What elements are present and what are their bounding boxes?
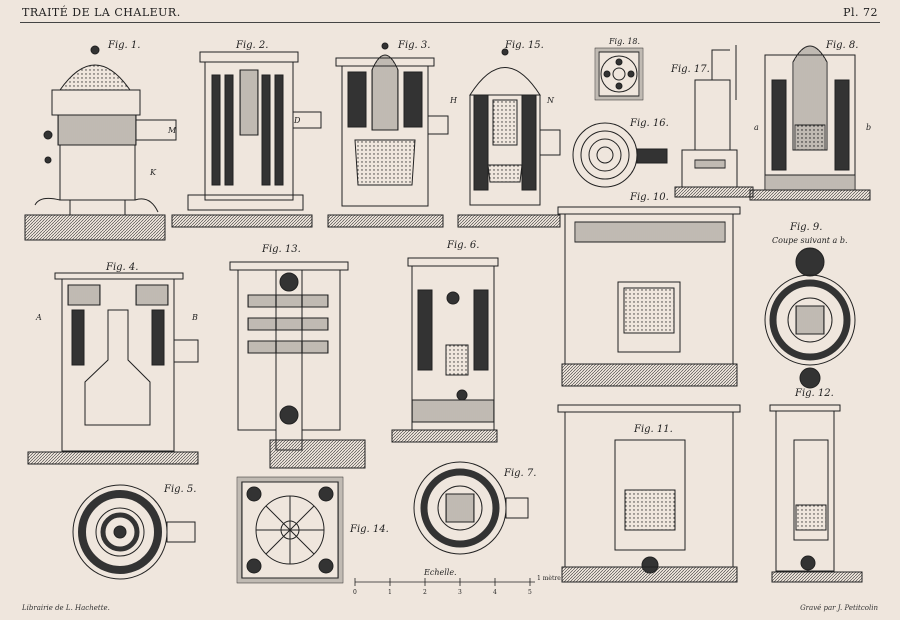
figure-4-stove xyxy=(27,272,199,465)
figure-1-label: Fig. 1. xyxy=(107,40,140,51)
letter-b-fig4: B xyxy=(191,313,198,322)
figure-1-stove xyxy=(24,45,177,241)
figure-2-stove xyxy=(171,51,322,228)
figure-17-label: Fig. 17. xyxy=(670,64,710,75)
letter-a-fig4: A xyxy=(35,313,42,322)
figure-3-label: Fig. 3. xyxy=(397,40,430,51)
figure-5-plan xyxy=(72,484,196,580)
scale-tick-3: 3 xyxy=(458,589,462,596)
figure-15-label: Fig. 15. xyxy=(504,40,544,51)
figure-11-fireplace xyxy=(557,404,741,583)
scale-title: Echelle. xyxy=(423,568,457,577)
figure-13-stove xyxy=(229,261,366,469)
figure-2-label: Fig. 2. xyxy=(235,40,268,51)
plate-number: Pl. 72 xyxy=(843,6,878,19)
figure-4-label: Fig. 4. xyxy=(105,262,138,273)
figure-15-stove xyxy=(457,48,561,228)
figure-10-fireplace xyxy=(557,206,741,387)
figure-9-label: Fig. 9. xyxy=(789,222,822,233)
letter-m: M xyxy=(167,126,177,135)
letter-d: D xyxy=(293,116,301,125)
letter-h: H xyxy=(449,96,458,105)
figure-10-label: Fig. 10. xyxy=(629,192,669,203)
figure-9-caption: Coupe suivant a b. xyxy=(772,236,847,245)
figure-18-plan xyxy=(594,47,644,101)
figure-13-label: Fig. 13. xyxy=(261,244,301,255)
figure-14-label: Fig. 14. xyxy=(349,524,389,535)
letter-b: b xyxy=(866,123,871,132)
scale-tick-0: 0 xyxy=(353,589,357,596)
scale-tick-1: 1 xyxy=(388,589,392,596)
engraver-credit: Gravé par J. Petitcolin xyxy=(800,604,878,612)
figure-11-label: Fig. 11. xyxy=(633,424,673,435)
figure-9-section xyxy=(764,247,856,389)
figure-12-label: Fig. 12. xyxy=(794,388,834,399)
figure-16-plan xyxy=(572,122,668,188)
letter-k: K xyxy=(149,168,157,177)
scale-unit: 1 mètre xyxy=(537,575,561,582)
figure-7-label: Fig. 7. xyxy=(503,468,536,479)
figure-7-plan xyxy=(413,461,529,555)
scale-tick-5: 5 xyxy=(528,589,532,596)
figure-6-stove xyxy=(391,257,499,443)
figure-17-stove xyxy=(674,45,754,198)
plate-header-title: TRAITÉ DE LA CHALEUR. xyxy=(22,6,181,19)
figure-8-stove xyxy=(749,45,871,201)
plate-frame xyxy=(20,22,880,603)
scale-tick-4: 4 xyxy=(493,589,497,596)
figure-14-plan xyxy=(236,476,344,584)
letter-n: N xyxy=(546,96,555,105)
figure-6-label: Fig. 6. xyxy=(446,240,479,251)
figure-5-label: Fig. 5. xyxy=(163,484,196,495)
figure-3-stove xyxy=(327,42,449,228)
figure-16-label: Fig. 16. xyxy=(629,118,669,129)
figure-12-fireplace xyxy=(769,404,863,583)
figure-8-label: Fig. 8. xyxy=(825,40,858,51)
scale-tick-2: 2 xyxy=(423,589,427,596)
publisher-credit: Librairie de L. Hachette. xyxy=(22,604,110,612)
scale-bar xyxy=(354,578,535,586)
figure-18-label: Fig. 18. xyxy=(608,37,640,46)
letter-a: a xyxy=(754,123,759,132)
